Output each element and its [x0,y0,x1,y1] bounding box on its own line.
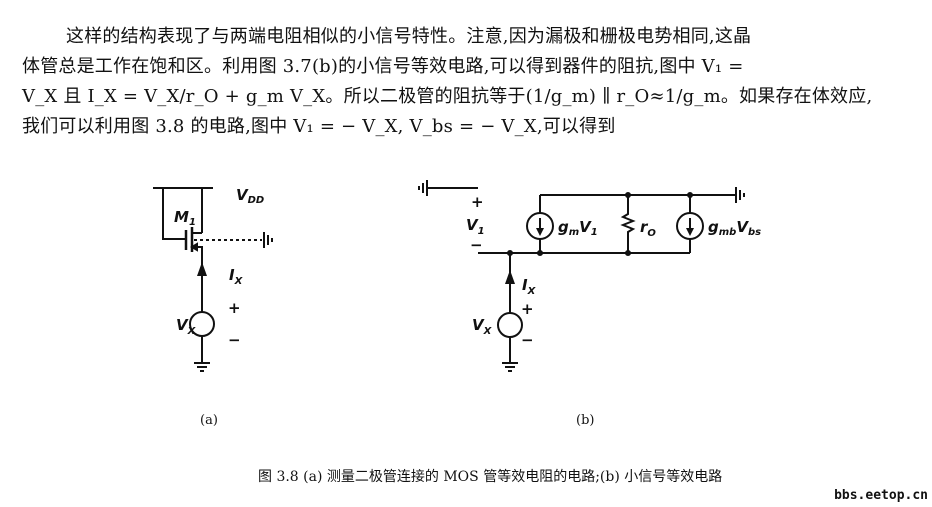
ground-icon [735,187,745,203]
m1-label: M1 [174,208,196,228]
source-arrow-icon [190,242,198,252]
ground-icon [194,362,210,372]
gm-current-source-icon [526,212,554,240]
paragraph-line-4: 我们可以利用图 3.8 的电路,图中 V₁ = − V_X, V_bs = − … [22,116,616,137]
voltage-source-icon [497,312,523,338]
gm-v1-label: gmV1 [558,218,598,238]
paragraph-line-1: 这样的结构表现了与两端电阻相似的小信号特性。注意,因为漏极和栅极电势相同,这晶 [66,26,752,47]
v1-label: V1 [466,216,485,237]
vx-label: VX [176,316,197,337]
subfigure-b-label: (b) [576,413,594,428]
minus-sign: − [228,331,241,349]
circuit-b [418,180,745,372]
ground-icon [502,362,518,372]
plus-sign: + [228,299,241,317]
vdd-label: VDD [236,186,264,206]
gmb-current-source-icon [676,212,704,240]
paragraph-line-2: 体管总是工作在饱和区。利用图 3.7(b)的小信号等效电路,可以得到器件的阻抗,… [22,56,744,77]
source-wire [192,246,203,312]
gmb-vbs-label: gmbVbs [708,218,761,238]
vx-label: VX [472,316,493,337]
minus-sign: − [470,236,483,254]
ix-label: IX [522,276,537,297]
current-arrow-icon [197,262,207,276]
watermark: bbs.eetop.cn [834,488,928,503]
ro-label: rO [640,218,656,239]
ground-icon [263,232,273,248]
paragraph-line-3: V_X 且 I_X = V_X/r_O + g_m V_X。所以二极管的阻抗等于… [22,86,873,107]
circuit-a [153,187,273,372]
ix-label: IX [229,266,244,287]
current-arrow-icon [505,270,515,284]
minus-sign: − [521,331,534,349]
subfigure-a-label: (a) [200,413,218,428]
figure-caption: 图 3.8 (a) 测量二极管连接的 MOS 管等效电阻的电路;(b) 小信号等… [258,469,723,485]
ground-icon [418,180,428,196]
plus-sign: + [471,193,484,211]
plus-sign: + [521,300,534,318]
gate-drain-wire [162,188,186,240]
ro-resistor-icon [620,195,636,253]
node-dots [507,192,693,256]
